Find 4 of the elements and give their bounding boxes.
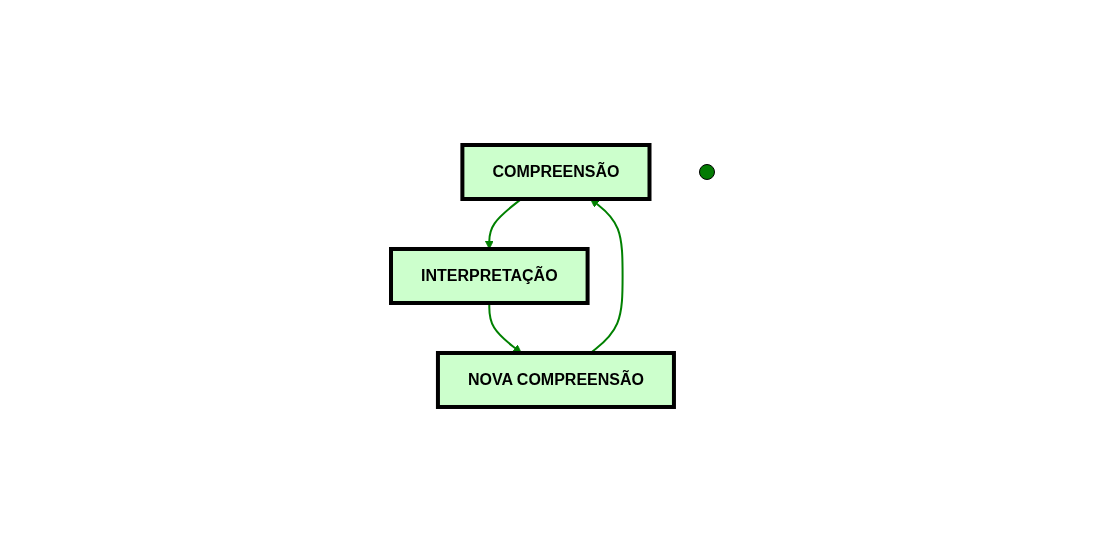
node-box: COMPREENSÃO [460, 142, 652, 201]
node-box: NOVA COMPREENSÃO [436, 350, 677, 409]
node-circle [699, 163, 716, 180]
node-box: INTERPRETAÇÃO [389, 246, 590, 305]
